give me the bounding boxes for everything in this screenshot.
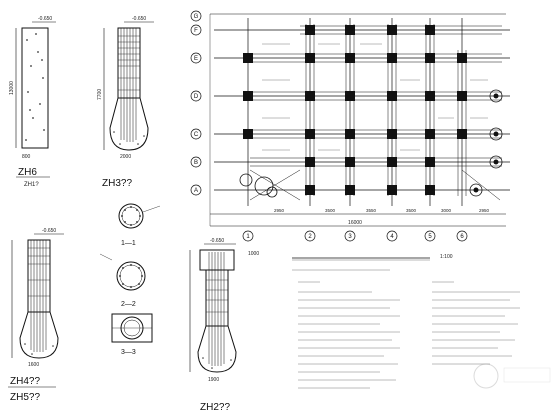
watermark-mark: [473, 363, 551, 389]
axis-4: 4: [390, 234, 394, 240]
zh2-base-dim: 1900: [208, 377, 219, 383]
axis-a: A: [194, 188, 198, 194]
section-1-1-label: 1—1: [121, 240, 136, 247]
axis-e: E: [194, 56, 198, 62]
zh6-width-dim: 800: [22, 154, 31, 160]
notes-area: 1:100: [292, 254, 520, 389]
zh2-level: -0.650: [210, 238, 224, 244]
plan-scale: 1:100: [440, 254, 453, 260]
axis-3: 3: [348, 234, 352, 240]
bay-dim-5: 3000: [441, 208, 452, 213]
zh6-sublabel: ZH1?: [24, 182, 39, 188]
pile-zh6: 13000 -0.650 ZH6 ZH1? 800: [9, 16, 56, 188]
zh5-label: ZH5??: [10, 392, 40, 403]
zh3-base-dim: 2000: [120, 154, 131, 160]
section-1-1: 1—1: [118, 203, 161, 247]
pile-zh4-zh5: -0.650 1600 ZH4?? ZH5??: [8, 228, 64, 403]
pile-zh2: -0.650 1000 1900 ZH2??: [189, 238, 259, 413]
zh4-level: -0.650: [42, 228, 56, 234]
zh2-label: ZH2??: [200, 402, 230, 413]
axis-5: 5: [428, 234, 432, 240]
axis-c: C: [194, 132, 199, 138]
zh2-top-dim: 1000: [248, 251, 259, 257]
section-2-2-label: 2—2: [121, 301, 136, 308]
zh6-length-dim: 13000: [9, 81, 15, 95]
axis-g: G: [194, 14, 199, 20]
section-2-2: 2—2: [99, 253, 146, 308]
zh6-label: ZH6: [18, 167, 37, 178]
axis-2: 2: [308, 234, 312, 240]
bay-dim-2: 3500: [325, 208, 336, 213]
zh3-height-dim: 7700: [97, 89, 103, 100]
zh3-label: ZH3??: [102, 178, 132, 189]
section-3-3-label: 3—3: [121, 349, 136, 356]
zh6-level: -0.650: [38, 16, 52, 22]
axis-d: D: [194, 94, 199, 100]
axis-6: 6: [460, 234, 464, 240]
axis-f: F: [194, 28, 198, 34]
bay-dim-4: 3500: [406, 208, 417, 213]
bay-dim-3: 3550: [366, 208, 377, 213]
total-dim: 16000: [348, 220, 362, 226]
zh4-base-dim: 1600: [28, 362, 39, 368]
pile-zh3: 7700 -0.650 2000 ZH3??: [97, 16, 154, 189]
bay-dim-6: 2950: [479, 208, 490, 213]
bay-dim-1: 2950: [274, 208, 285, 213]
section-3-3: 3—3: [111, 313, 153, 356]
structural-plan: G F E D C B A 1 2 3 4 5 6 2950 3500 3550: [190, 10, 510, 242]
axis-b: B: [194, 160, 198, 166]
axis-1: 1: [246, 234, 250, 240]
zh3-level: -0.650: [132, 16, 146, 22]
zh4-label: ZH4??: [10, 376, 40, 387]
